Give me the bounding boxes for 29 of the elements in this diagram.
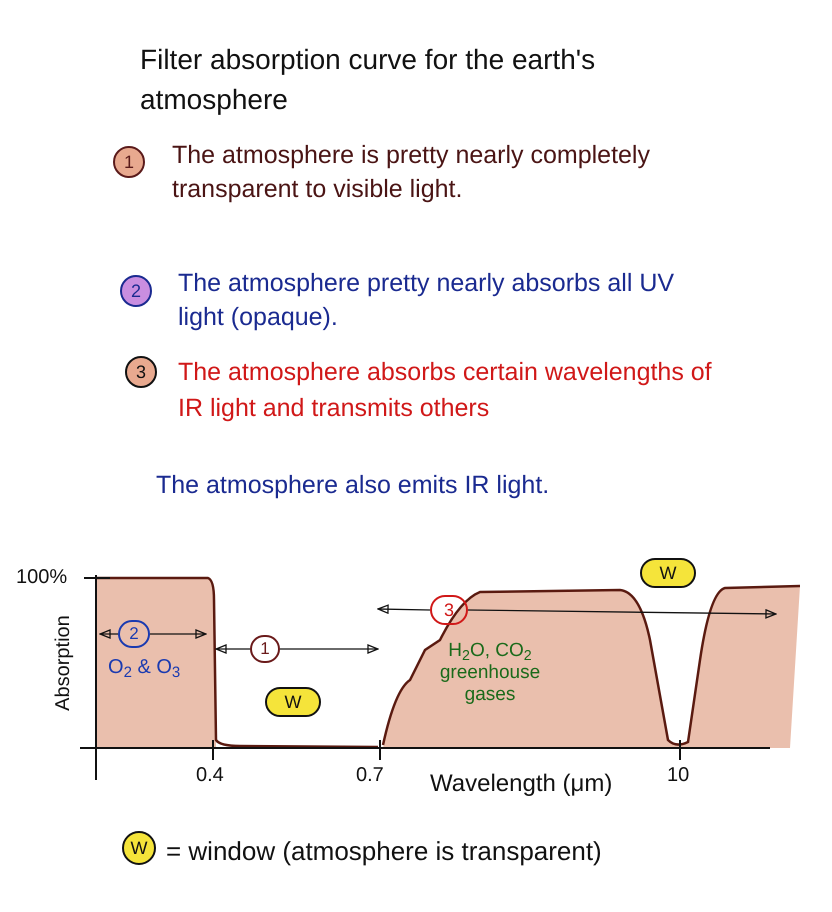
- circled-marker: W: [640, 558, 696, 588]
- range-arrow: [150, 629, 207, 639]
- circled-marker: W: [122, 831, 156, 865]
- range-arrow: [280, 644, 379, 654]
- marker-caption: O$_{2}$ & O$_{3}$: [108, 655, 182, 682]
- range-arrow: [377, 604, 430, 614]
- circled-marker: 3: [430, 595, 468, 625]
- range-arrow: [468, 609, 777, 619]
- axis-tick-label: 0.7: [356, 763, 384, 788]
- note-text: The atmosphere absorbs certain wavelengths of IR light and transmits others: [178, 357, 713, 424]
- circled-marker: 1: [113, 146, 145, 178]
- note-text: The atmosphere pretty nearly absorbs all UV light (opaque).: [178, 268, 676, 333]
- axis-title: Wavelength (μm): [430, 769, 612, 799]
- note-text: The atmosphere also emits IR light.: [156, 470, 550, 501]
- range-arrow: [215, 644, 250, 654]
- key-text: = window (atmosphere is transparent): [166, 835, 603, 868]
- axis-tick-label: 10: [667, 763, 690, 788]
- axis-tick-label: 0.4: [196, 763, 224, 788]
- circled-marker: 2: [118, 620, 150, 648]
- axis-tick-label: 100%: [16, 565, 68, 590]
- circled-marker: 3: [125, 356, 157, 388]
- title: Filter absorption curve for the earth's atmosphere: [140, 43, 596, 117]
- range-arrow: [99, 629, 118, 639]
- annotation-text: H$_{2}$O, CO$_{2}$ greenhouse gases: [438, 640, 542, 706]
- circled-marker: 1: [250, 635, 280, 663]
- circled-marker: 2: [120, 275, 152, 307]
- axis-title: Absorption: [51, 614, 75, 713]
- circled-marker: W: [265, 687, 321, 717]
- note-text: The atmosphere is pretty nearly completely transparent to visible light.: [172, 140, 651, 205]
